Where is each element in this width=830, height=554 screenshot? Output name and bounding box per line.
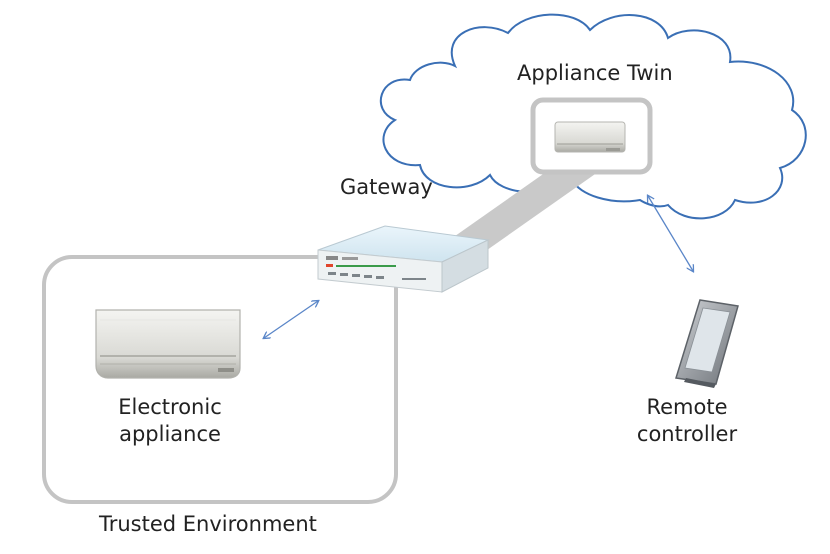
- cloud-remote-arrow: [648, 196, 693, 271]
- trusted-environment-box: [42, 255, 398, 504]
- appliance-twin-icon: [530, 97, 653, 175]
- remote-label-line1: Remote: [646, 395, 728, 419]
- air-conditioner-icon: [95, 309, 241, 379]
- tablet-remote-icon: [675, 299, 739, 388]
- gateway-label: Gateway: [340, 175, 433, 199]
- gateway-cloud-link: [438, 158, 598, 262]
- appliance-label-line2: appliance: [119, 422, 221, 446]
- trusted-environment-label: Trusted Environment: [99, 512, 317, 536]
- appliance-gateway-arrow: [264, 301, 318, 338]
- cloud-title-label: Appliance Twin: [517, 61, 673, 85]
- remote-label-line2: controller: [636, 422, 738, 446]
- appliance-label-line1: Electronic: [118, 395, 222, 419]
- gateway-router-icon: [317, 225, 490, 293]
